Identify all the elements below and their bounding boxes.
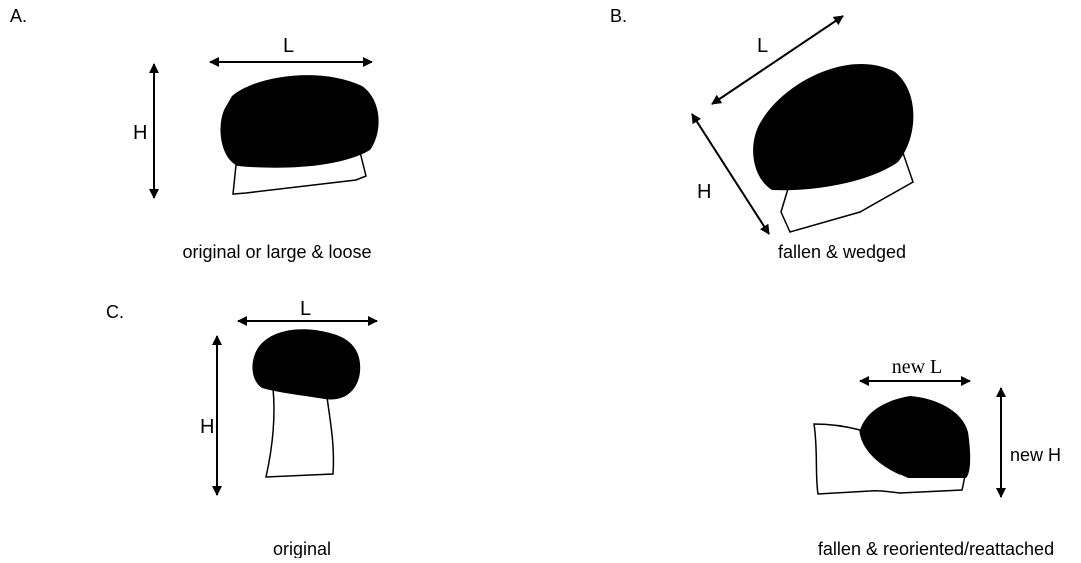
panel-c: C. L H original — [106, 298, 377, 558]
panel-d: new L new H fallen & reoriented/reattach… — [814, 356, 1061, 558]
boulder-cap — [220, 75, 378, 168]
boulder-cap — [252, 329, 360, 399]
panel-b: B. L H fallen & wedged — [610, 6, 913, 262]
panel-a-letter: A. — [10, 6, 27, 26]
length-label: L — [283, 35, 294, 57]
length-label: L — [757, 35, 768, 57]
panel-c-letter: C. — [106, 302, 124, 322]
height-label: H — [133, 122, 147, 144]
panel-a: A. L H original or large & loose — [10, 6, 379, 262]
stem-base — [266, 388, 333, 477]
panel-a-caption: original or large & loose — [182, 242, 371, 262]
panel-b-caption: fallen & wedged — [778, 242, 906, 262]
panel-d-caption: fallen & reoriented/reattached — [818, 539, 1054, 558]
length-label: new L — [892, 356, 943, 378]
height-label: new H — [1010, 445, 1061, 465]
height-label: H — [200, 416, 214, 438]
length-label: L — [300, 298, 311, 320]
height-label: H — [697, 181, 711, 203]
panel-b-letter: B. — [610, 6, 627, 26]
panel-c-caption: original — [273, 539, 331, 558]
